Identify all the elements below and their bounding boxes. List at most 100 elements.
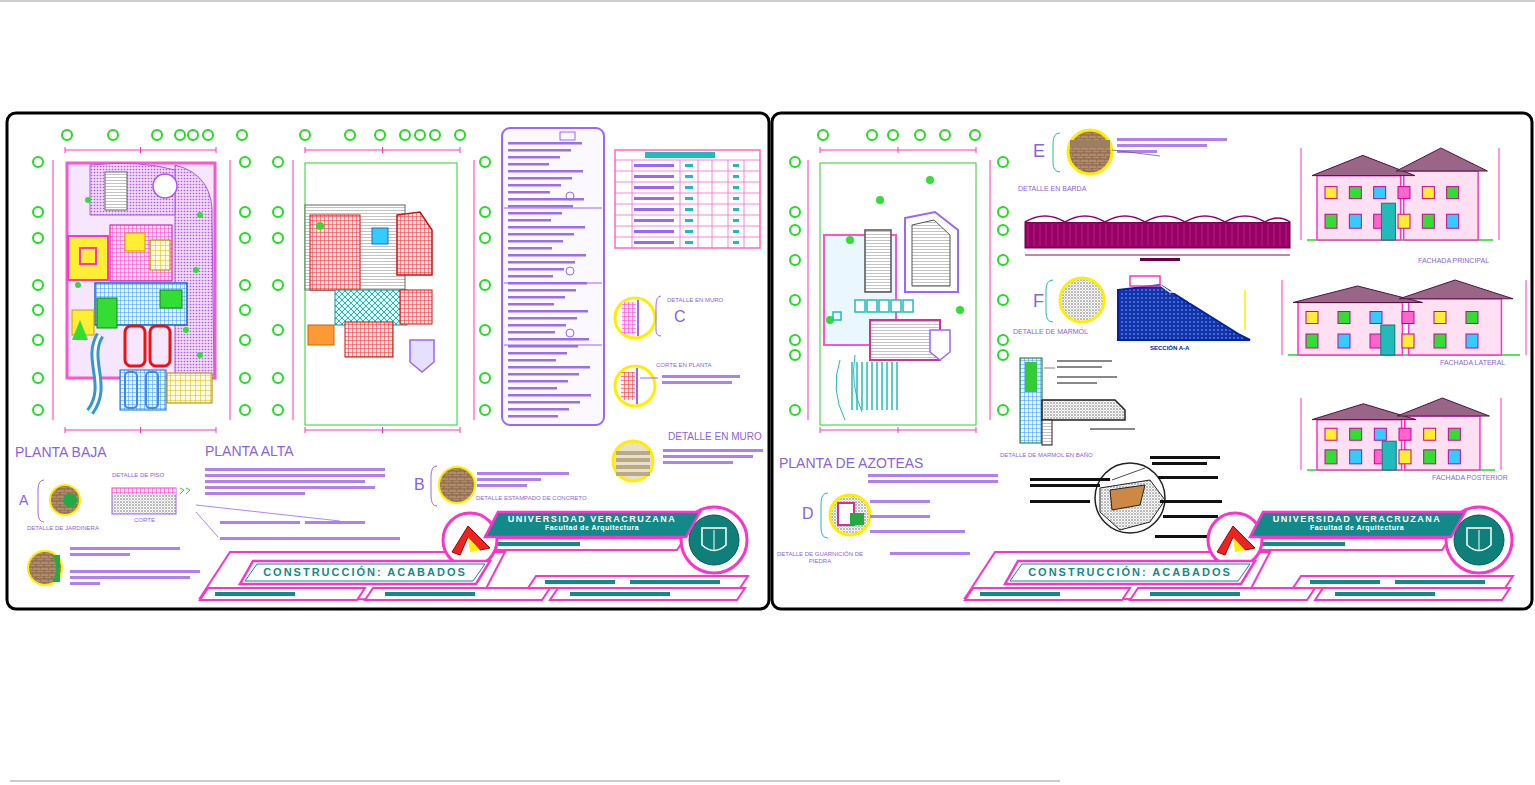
notes-divider [504, 283, 602, 284]
terrace [335, 290, 407, 325]
note-text-bar [508, 373, 579, 376]
table-line [615, 160, 760, 161]
grid-bubble [237, 130, 247, 140]
band-shape [245, 564, 485, 581]
note-text-bar [508, 338, 589, 341]
facade-window [1422, 214, 1434, 228]
dimension-line [976, 427, 977, 433]
vent [833, 312, 841, 320]
fence-texture [1250, 224, 1251, 246]
title-strip [1235, 538, 1450, 550]
stair-tread [891, 362, 893, 410]
grid-bubble [240, 233, 250, 243]
north-arrow [452, 526, 490, 555]
band-shape [1005, 561, 1255, 584]
room [160, 290, 182, 308]
leader-line [1044, 368, 1055, 369]
grid-bubble [33, 280, 43, 290]
fence-crest [1025, 216, 1290, 222]
facade-window [1466, 334, 1478, 348]
grid-bubble [375, 130, 385, 140]
note-text-bar [508, 163, 549, 166]
table-cell-bar [634, 197, 674, 200]
grid-bubble [108, 130, 118, 140]
band-subtitle: Facultad de Arquitectura [1273, 524, 1442, 532]
note-text-bar [662, 375, 740, 378]
detail-label: FACHADA POSTERIOR [1432, 474, 1508, 482]
note-text-bar [870, 500, 930, 503]
fence-texture [1028, 224, 1029, 246]
table-cell-bar [685, 164, 693, 167]
note-text-bar [1030, 484, 1100, 487]
table-cell-bar [733, 186, 739, 189]
note-text-bar [868, 480, 998, 483]
fence-texture [1034, 224, 1035, 246]
leader-line [640, 378, 658, 379]
wall-section [1042, 420, 1052, 445]
note-text-bar [508, 191, 550, 194]
fence-texture [1214, 224, 1215, 246]
fence-texture [1268, 224, 1269, 246]
band-shape [1250, 512, 1465, 537]
table-line [615, 182, 760, 183]
facade-window [1422, 187, 1434, 199]
facade-window [1448, 450, 1460, 464]
tree [193, 267, 199, 273]
dimension-line [898, 427, 899, 433]
bracket [821, 493, 828, 538]
drawing-title: C [674, 308, 686, 326]
facade-roof [1399, 280, 1513, 299]
dimension-line [293, 160, 294, 420]
note-text-bar [508, 156, 560, 159]
detail-section [1100, 480, 1165, 530]
title-bar [1395, 580, 1485, 584]
roof [305, 205, 405, 290]
detail-circle [439, 467, 475, 503]
fence-texture [1130, 224, 1131, 246]
facade-wall [1409, 299, 1502, 355]
university-seal [1479, 530, 1480, 550]
facade-wall [1404, 171, 1478, 240]
facade-window [1325, 450, 1337, 464]
planter [63, 493, 77, 507]
north-compass [1208, 513, 1262, 567]
fence-texture [1106, 224, 1107, 246]
table-cell-bar [733, 164, 739, 167]
note-text-bar [70, 547, 180, 550]
note-text-bar [1057, 382, 1097, 384]
table-cell-bar [685, 175, 693, 178]
curb-section [850, 513, 864, 525]
sheet-frame [772, 113, 1532, 609]
university-seal [1467, 528, 1491, 551]
fence-texture [1160, 224, 1161, 246]
note-text-bar [205, 492, 305, 495]
fountain [153, 174, 177, 198]
grid-bubble [970, 130, 980, 140]
table-cell-bar [685, 241, 693, 244]
stair-tread [896, 362, 898, 410]
facade-window [1424, 428, 1436, 440]
grid-bubble [480, 373, 490, 383]
garden-area [175, 165, 214, 375]
facade-window [1398, 187, 1410, 199]
note-text-bar [508, 289, 576, 292]
detail-circle [1095, 463, 1165, 533]
car [150, 326, 170, 366]
stair-tread [856, 362, 858, 410]
walkway [90, 335, 100, 412]
detail-label: DETALLE EN MURO [668, 431, 762, 442]
table-cell-bar [685, 186, 693, 189]
detail-label: DETALLE EN MURO [667, 297, 723, 304]
stone-course [616, 451, 650, 455]
title-strip [965, 588, 1130, 600]
detail-circle [50, 485, 80, 515]
detail-section [1110, 485, 1145, 510]
note-text-bar [508, 352, 567, 355]
room [397, 212, 432, 275]
note-text-bar [508, 219, 551, 222]
table-line [615, 237, 760, 238]
grid-bubble [455, 130, 465, 140]
note-text-bar [205, 480, 365, 483]
grid-bubble [790, 405, 800, 415]
stair-tread [886, 362, 888, 410]
